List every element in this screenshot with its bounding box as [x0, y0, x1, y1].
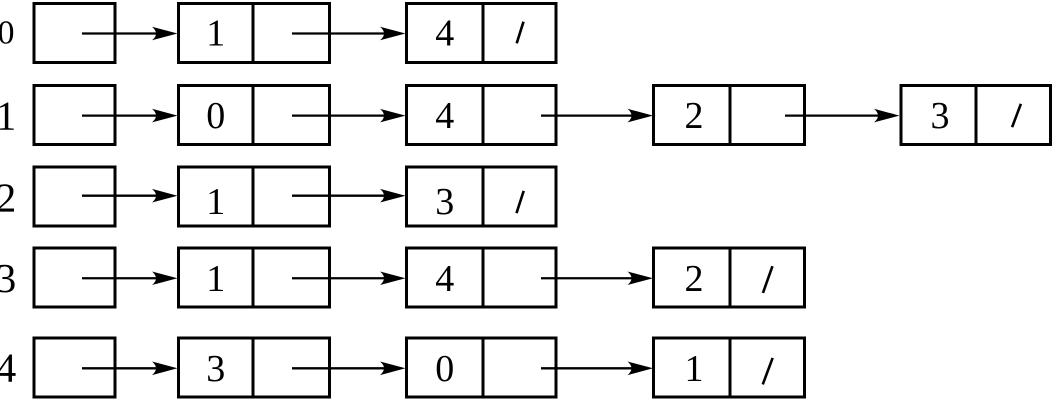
svg-text:4: 4: [435, 12, 454, 54]
svg-text:1: 1: [206, 181, 225, 223]
svg-text:0: 0: [435, 348, 454, 390]
svg-text:1: 1: [206, 258, 225, 300]
svg-text:3: 3: [0, 255, 16, 301]
svg-text:0: 0: [206, 95, 225, 137]
svg-text:0: 0: [0, 15, 15, 52]
svg-text:1: 1: [685, 348, 704, 390]
svg-text:3: 3: [931, 95, 950, 137]
svg-text:1: 1: [206, 12, 225, 54]
svg-text:3: 3: [435, 181, 454, 223]
svg-text:4: 4: [0, 344, 16, 390]
svg-text:4: 4: [435, 258, 454, 300]
svg-text:4: 4: [435, 95, 454, 137]
svg-text:1: 1: [0, 93, 16, 139]
svg-text:3: 3: [206, 348, 225, 390]
svg-text:2: 2: [0, 174, 16, 220]
svg-text:2: 2: [685, 258, 704, 300]
svg-text:2: 2: [685, 95, 704, 137]
